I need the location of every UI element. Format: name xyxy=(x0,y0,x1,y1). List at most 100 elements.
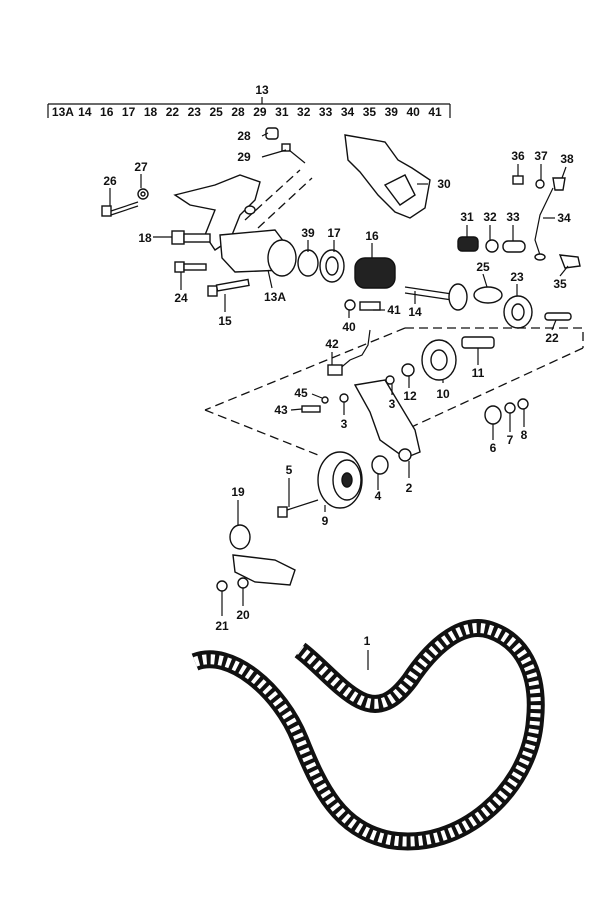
clip-40 xyxy=(344,299,356,311)
header-item-5: 22 xyxy=(166,105,180,119)
header-item-1: 14 xyxy=(78,105,92,119)
callout-9: 9 xyxy=(322,514,329,528)
leader-lines xyxy=(109,132,569,670)
header-item-17: 41 xyxy=(428,105,442,119)
pin-14-lower xyxy=(404,292,453,301)
callout-23: 23 xyxy=(510,270,524,284)
pin-22-drawing xyxy=(544,312,572,321)
pulley-9-hub xyxy=(341,472,353,488)
clamp-25 xyxy=(473,286,503,304)
tensioner-bracket-drawing xyxy=(173,169,313,277)
header-item-15: 39 xyxy=(385,105,399,119)
bushing-23-drawing xyxy=(503,295,533,329)
callout-30: 30 xyxy=(437,177,451,191)
dash-boundary-right xyxy=(404,347,584,431)
callout-27: 27 xyxy=(134,160,148,174)
bolt-5-head xyxy=(277,506,288,518)
callout-34: 34 xyxy=(557,211,571,225)
bracket-hole xyxy=(244,205,256,215)
pin-14-upper xyxy=(404,286,453,295)
callout-17: 17 xyxy=(327,226,341,240)
header-item-6: 23 xyxy=(188,105,202,119)
callout-3-lower: 3 xyxy=(341,417,348,431)
bolt-24-drawing xyxy=(174,261,207,273)
callout-41: 41 xyxy=(387,303,401,317)
washer-45 xyxy=(321,396,329,404)
callout-29: 29 xyxy=(237,150,251,164)
callout-16: 16 xyxy=(365,229,379,243)
callout-13a: 13A xyxy=(264,290,286,304)
pin-14-drawing xyxy=(404,283,468,311)
callout-5: 5 xyxy=(286,463,293,477)
leader-22 xyxy=(551,319,557,331)
timing-belt-drawing xyxy=(191,619,545,851)
callout-25: 25 xyxy=(476,260,490,274)
bolt-18-shank xyxy=(183,233,211,243)
bolt-11 xyxy=(461,336,495,349)
callout-4: 4 xyxy=(375,489,382,503)
header-item-14: 35 xyxy=(363,105,377,119)
header-item-7: 25 xyxy=(209,105,223,119)
header-item-0: 13A xyxy=(52,105,74,119)
bolt-15-shank xyxy=(215,278,250,292)
ring-17-inner xyxy=(325,256,339,276)
dash-boundary-bottom xyxy=(204,409,319,456)
bolt-26-drawing xyxy=(101,201,139,217)
header-item-13: 34 xyxy=(341,105,355,119)
callout-3-upper: 3 xyxy=(389,397,396,411)
bracket-20 xyxy=(232,554,296,586)
header-item-8: 28 xyxy=(231,105,245,119)
callout-22: 22 xyxy=(545,331,559,345)
callout-38: 38 xyxy=(560,152,574,166)
lever-arm-2 xyxy=(353,379,421,459)
leader-25 xyxy=(482,273,488,288)
washer-37 xyxy=(535,179,545,189)
callout-28: 28 xyxy=(237,129,251,143)
header-item-9: 29 xyxy=(253,105,267,119)
bolt-24-head xyxy=(174,261,185,273)
bolt-24-shank xyxy=(183,263,207,271)
bolt-18-head xyxy=(171,230,185,245)
ring-32 xyxy=(485,239,499,253)
washer-12 xyxy=(401,363,415,377)
dash-boundary-top xyxy=(405,327,584,348)
belt-teeth xyxy=(193,623,541,847)
callout-21: 21 xyxy=(215,619,229,633)
leader-43 xyxy=(290,408,303,411)
plate-30 xyxy=(344,134,431,219)
washer-6 xyxy=(484,405,502,425)
header-item-12: 33 xyxy=(319,105,333,119)
header-item-10: 31 xyxy=(275,105,289,119)
seal-39 xyxy=(297,249,319,277)
bolt-shank xyxy=(110,201,139,212)
pulley-10-hub xyxy=(430,349,448,371)
leader-45 xyxy=(311,393,323,399)
tensioner-cap xyxy=(267,239,297,277)
pin-14-disc xyxy=(448,283,468,311)
callout-18: 18 xyxy=(138,231,152,245)
leader-35 xyxy=(559,265,569,277)
rod-34-end xyxy=(534,253,546,261)
bracket-plate xyxy=(173,174,261,251)
plate-30-window xyxy=(383,174,416,206)
callout-36: 36 xyxy=(511,149,525,163)
bolt-5-shank xyxy=(286,499,319,511)
spring-31 xyxy=(457,236,479,252)
callout-7: 7 xyxy=(507,433,514,447)
callout-12: 12 xyxy=(403,389,417,403)
callout-39: 39 xyxy=(301,226,315,240)
leader-13a xyxy=(267,269,273,289)
alignment-dash-1 xyxy=(244,169,301,221)
bolt-36 xyxy=(512,175,524,185)
callout-31: 31 xyxy=(460,210,474,224)
bolt-15-head xyxy=(207,285,218,297)
callout-6: 6 xyxy=(490,441,497,455)
callout-14: 14 xyxy=(408,305,422,319)
callout-1: 1 xyxy=(364,634,371,648)
screw-29-drawing xyxy=(281,143,306,164)
header-item-4: 18 xyxy=(144,105,158,119)
stud-3-lower xyxy=(339,393,349,403)
washer-20 xyxy=(237,577,249,589)
